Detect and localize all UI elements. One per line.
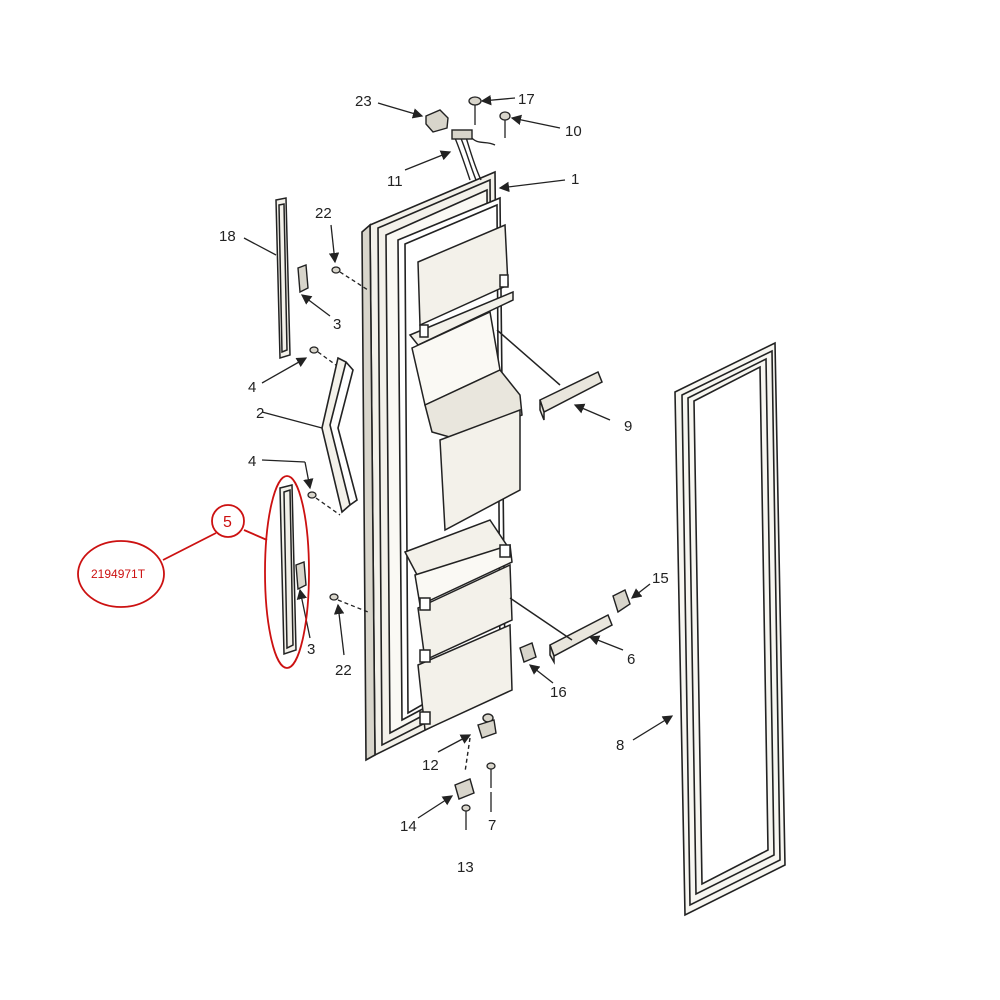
part-number-label: 2194971T xyxy=(91,567,146,581)
callout-15: 15 xyxy=(652,570,669,587)
trim-18 xyxy=(275,197,291,360)
wire-cover-23 xyxy=(425,109,449,133)
highlight-annotation xyxy=(77,475,310,669)
screw-13 xyxy=(461,804,471,830)
clip-3-top xyxy=(297,264,309,294)
highlight-ellipse-part xyxy=(264,475,310,669)
leader-lines xyxy=(243,94,674,819)
callout-14: 14 xyxy=(400,818,417,835)
shelf-rail-6 xyxy=(509,597,613,665)
callout-22-top: 22 xyxy=(315,205,332,222)
wire-harness xyxy=(451,129,496,181)
callout-2: 2 xyxy=(256,405,264,422)
callout-9: 9 xyxy=(624,418,632,435)
highlight-circle-number xyxy=(211,504,245,538)
callout-6: 6 xyxy=(627,651,635,668)
callout-labels: 23 17 10 11 1 18 22 3 4 2 4 9 15 6 16 8 … xyxy=(219,91,669,876)
lower-shelves xyxy=(403,519,513,732)
callout-1: 1 xyxy=(571,171,579,188)
callout-4-bottom: 4 xyxy=(248,453,256,470)
callout-16: 16 xyxy=(550,684,567,701)
callout-5: 5 xyxy=(223,514,232,531)
clip-15 xyxy=(612,589,631,614)
callout-17: 17 xyxy=(518,91,535,108)
clip-16 xyxy=(519,642,537,663)
callout-13: 13 xyxy=(457,859,474,876)
callout-3-top: 3 xyxy=(333,316,341,333)
shelf-rail-9 xyxy=(496,329,603,421)
cam-14 xyxy=(454,778,475,800)
callout-23: 23 xyxy=(355,93,372,110)
trim-5 xyxy=(279,484,297,656)
callout-4-top: 4 xyxy=(248,379,256,396)
handle-2 xyxy=(321,356,358,514)
hinge-bushing-12 xyxy=(464,713,497,773)
callout-8: 8 xyxy=(616,737,624,754)
door-gasket xyxy=(674,341,786,917)
callout-18: 18 xyxy=(219,228,236,245)
upper-shelves xyxy=(408,223,523,532)
callout-11: 11 xyxy=(387,173,403,190)
screw-7 xyxy=(486,762,496,788)
highlight-ellipse-partnumber xyxy=(77,540,165,608)
callout-3-bottom: 3 xyxy=(307,641,315,658)
callout-22-bottom: 22 xyxy=(335,662,352,679)
screws-22-4 xyxy=(307,266,369,613)
screw-10 xyxy=(499,111,511,138)
callout-7: 7 xyxy=(488,817,496,834)
clip-3-bottom xyxy=(295,561,307,591)
callout-12: 12 xyxy=(422,757,439,774)
callout-10: 10 xyxy=(565,123,582,140)
screw-17 xyxy=(468,96,482,125)
